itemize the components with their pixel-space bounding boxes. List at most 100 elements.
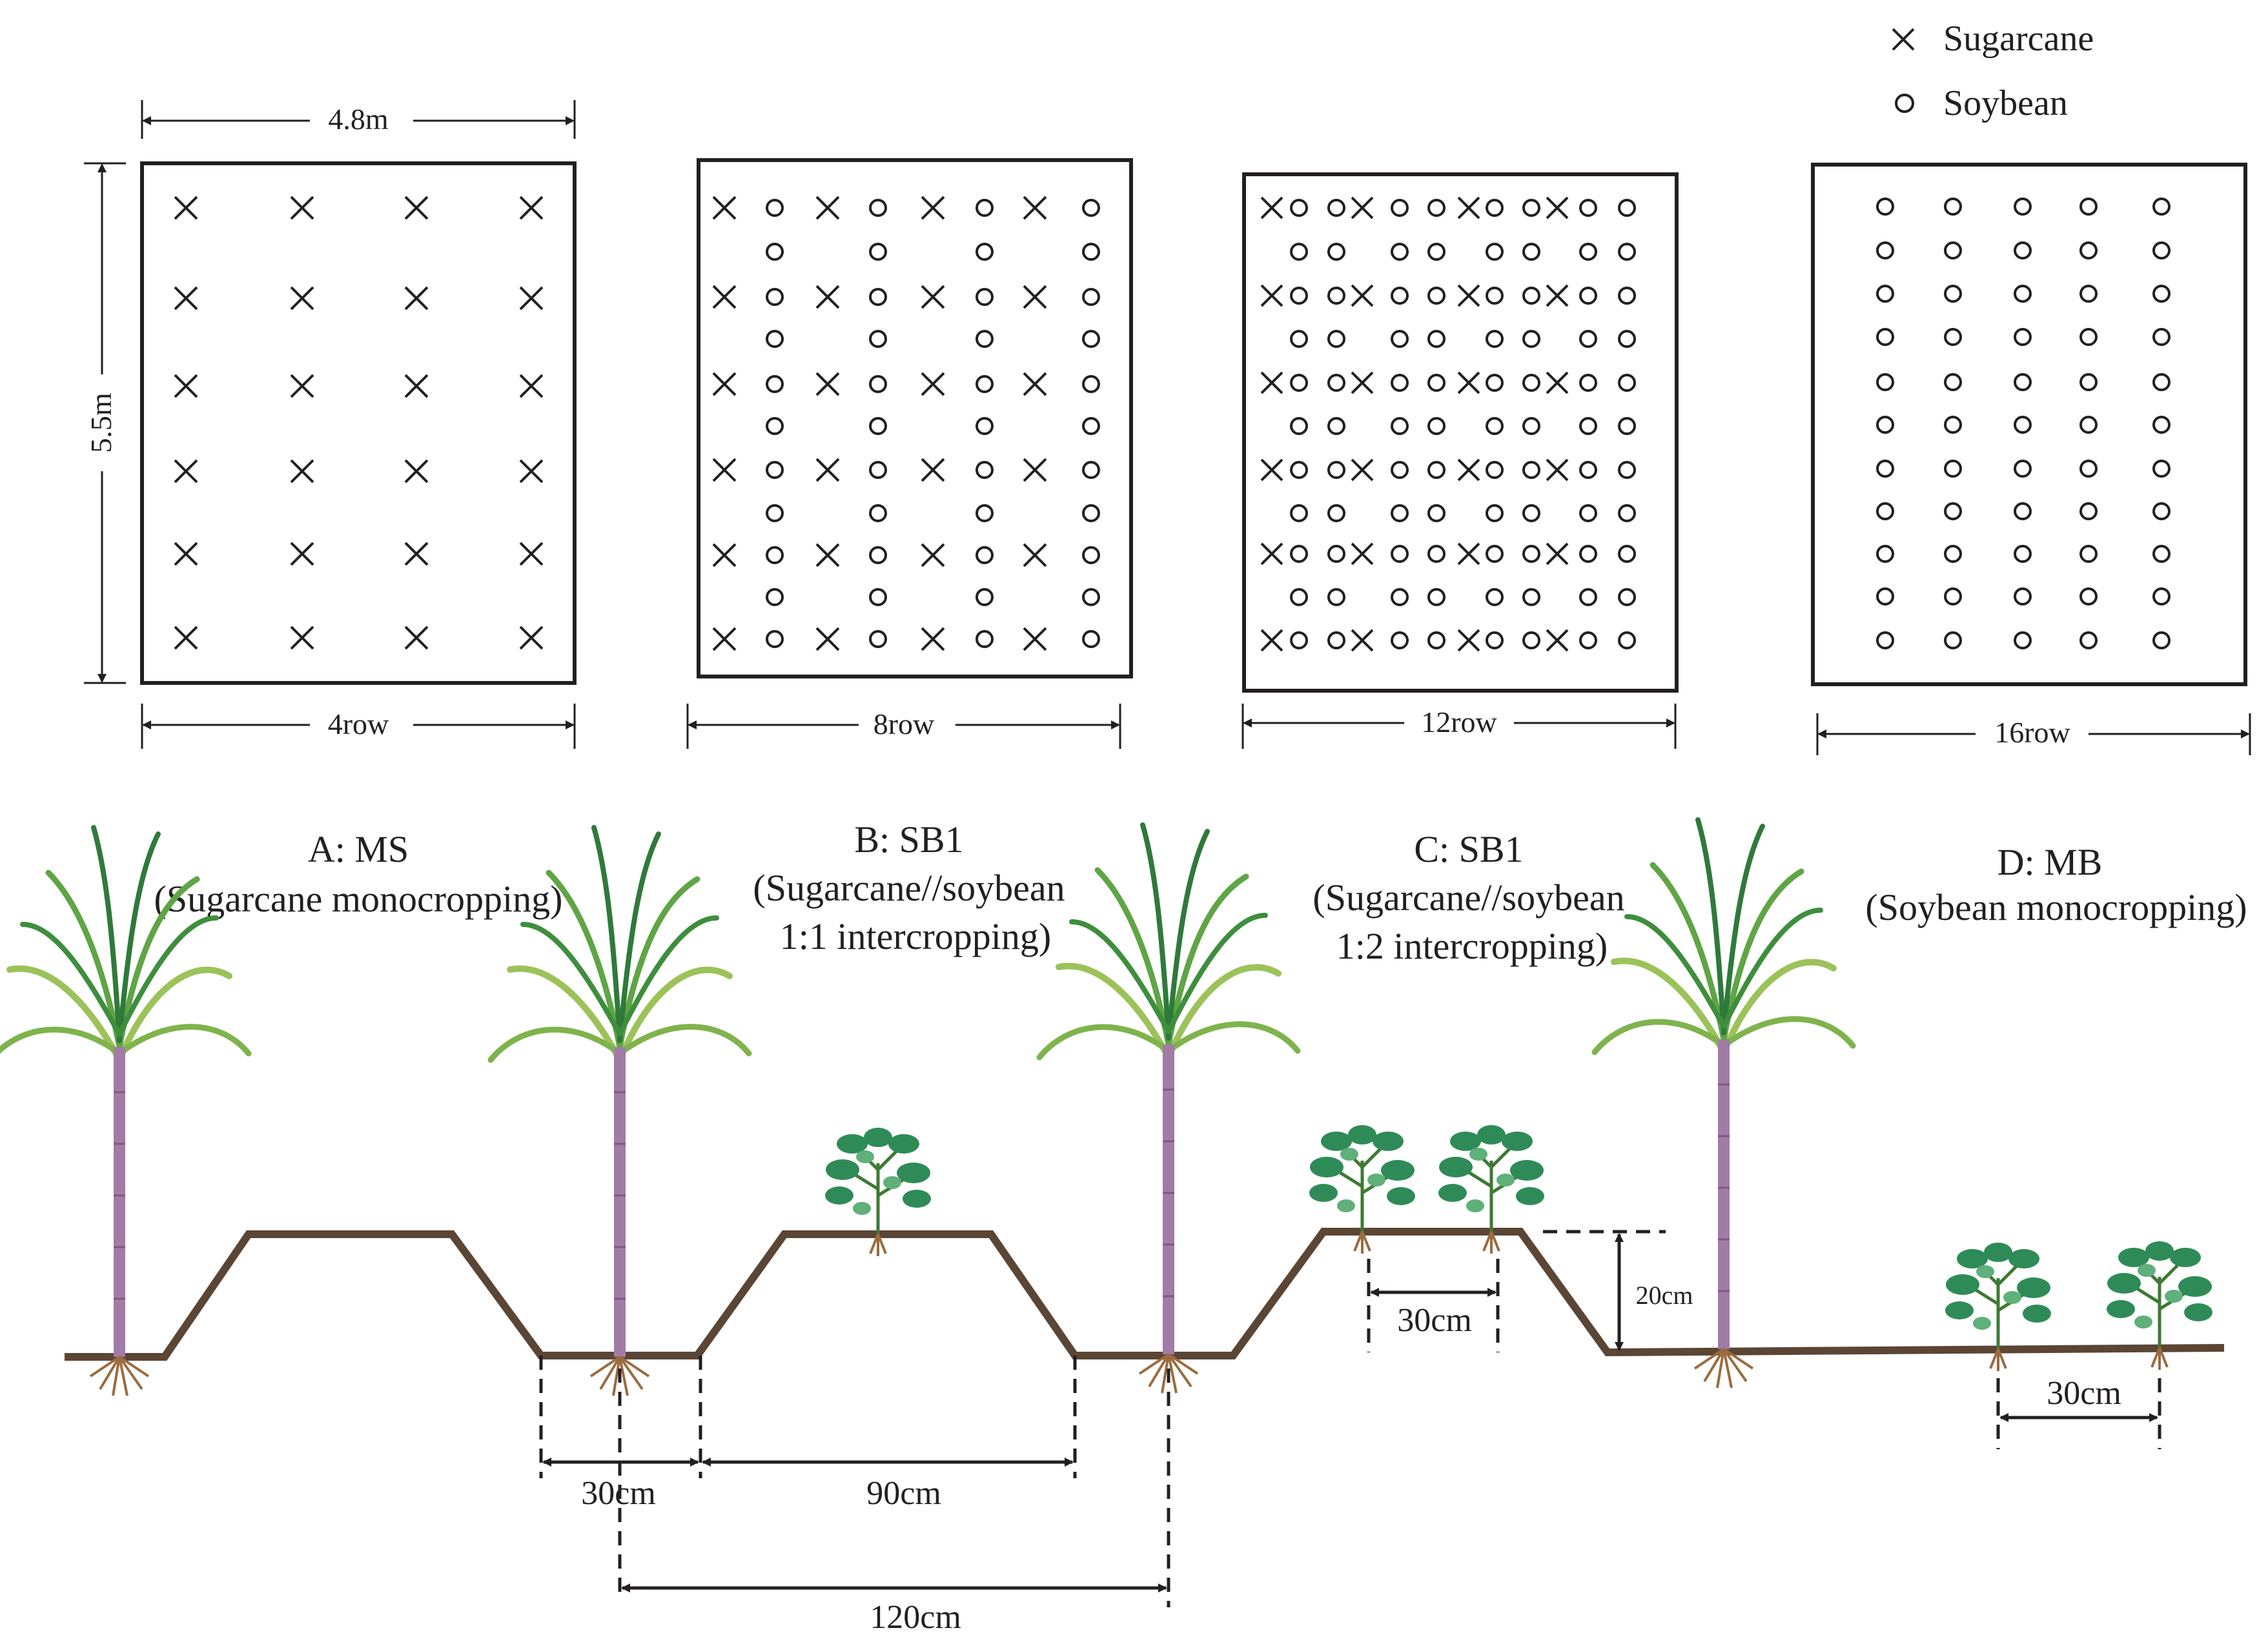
plot-d-subtitle: (Soybean monocropping) [1865, 886, 2247, 928]
soybean-marker [1618, 199, 1636, 217]
sugarcane-marker [1023, 543, 1047, 567]
soybean-marker [1522, 287, 1540, 305]
soybean-marker [1486, 330, 1504, 348]
soybean-marker [1522, 504, 1540, 522]
sugarcane-marker [1260, 371, 1283, 394]
sugarcane-marker [519, 374, 544, 398]
sugarcane-marker [404, 286, 429, 310]
soybean-marker [1427, 374, 1446, 392]
dim-20cm-height: 20cm [1636, 1281, 1693, 1310]
soybean-marker [1427, 287, 1446, 305]
dim-30cm-mono: 30cm [2047, 1375, 2121, 1412]
plot-d-markers [1876, 198, 2171, 649]
soybean-marker [1290, 243, 1308, 261]
soybean-marker [2152, 460, 2171, 478]
legend-label-sugarcane: Sugarcane [1943, 19, 2094, 59]
sugarcane-marker [815, 285, 840, 309]
legend-label-soybean: Soybean [1943, 83, 2068, 123]
dim-30cm-ridge: 30cm [1397, 1302, 1472, 1339]
soybean-marker [1486, 461, 1504, 479]
soybean-marker [1486, 504, 1504, 522]
sugarcane-marker [1260, 196, 1283, 219]
soybean-marker [1522, 199, 1540, 217]
soybean-marker [1486, 545, 1504, 563]
soybean-marker [1944, 631, 1962, 649]
soybean-marker [1391, 545, 1409, 563]
soybean-marker [976, 588, 994, 606]
soybean-marker [1876, 241, 1894, 259]
sugarcane-marker [519, 626, 544, 650]
plot-d-row-label: 16row [1994, 716, 2070, 749]
soybean-marker [1290, 461, 1308, 479]
soybean-marker [1944, 328, 1962, 346]
soybean-marker [766, 375, 784, 393]
soybean-marker [1486, 199, 1504, 217]
sugarcane-marker [1457, 284, 1480, 307]
plot-b-title: B: SB1 [854, 819, 963, 860]
plot-a-title: A: MS [308, 828, 409, 870]
soybean-marker [1522, 588, 1540, 606]
sugarcane-marker [174, 626, 198, 650]
soybean-marker [1327, 545, 1345, 563]
soybean-marker [1327, 243, 1345, 261]
soybean-marker [1618, 374, 1636, 392]
soybean-marker [2079, 328, 2098, 346]
soybean-marker [1290, 417, 1308, 435]
soybean-marker [1391, 631, 1409, 649]
soybean-marker [1327, 199, 1345, 217]
legend: Sugarcane Soybean [1892, 19, 2094, 123]
soybean-marker [1327, 461, 1345, 479]
sugarcane-marker [1546, 542, 1569, 565]
sugarcane-marker [712, 458, 737, 482]
plot-b: 8row B: SB1 (Sugarcane//soybean 1:1 inte… [686, 158, 1133, 957]
soybean-marker [869, 375, 887, 393]
soybean-marker [1876, 198, 1894, 216]
sugarcane-marker [921, 285, 945, 309]
legend-cross-icon [1892, 28, 1915, 51]
sugarcane-marker [404, 626, 429, 650]
soybean-marker [2079, 502, 2098, 520]
sugarcane-marker [1351, 629, 1374, 652]
soybean-marker [2079, 285, 2098, 303]
soybean-marker [2014, 416, 2032, 434]
soybean-marker [869, 199, 887, 217]
legend-circle-icon [1895, 94, 1914, 113]
soybean-marker [2079, 373, 2098, 391]
soybean-marker [1579, 545, 1597, 563]
soybean-marker [1427, 504, 1446, 522]
soybean-marker [1876, 416, 1894, 434]
soybean-marker [869, 630, 887, 648]
sugarcane-marker [519, 542, 544, 566]
soybean-marker [1876, 587, 1894, 605]
soybean-marker [766, 417, 784, 435]
sugarcane-plant [1595, 820, 1853, 1388]
soybean-marker [1290, 504, 1308, 522]
sugarcane-marker [1546, 629, 1569, 652]
plot-d-title: D: MB [1997, 841, 2103, 883]
soybean-marker [2152, 198, 2171, 216]
soybean-marker [2152, 241, 2171, 259]
soybean-marker [1082, 546, 1100, 564]
sugarcane-marker [815, 196, 840, 220]
soybean-marker [1486, 588, 1504, 606]
soybean-marker [1082, 417, 1100, 435]
soybean-marker [2014, 373, 2032, 391]
plot-b-subtitle: (Sugarcane//soybean [753, 867, 1065, 909]
soybean-marker [1876, 373, 1894, 391]
soybean-marker [1082, 588, 1100, 606]
soybean-marker [2152, 373, 2171, 391]
soybean-marker [2152, 631, 2171, 649]
sugarcane-marker [1260, 629, 1283, 652]
soybean-marker [1618, 330, 1636, 348]
soybean-marker [2079, 545, 2098, 563]
soybean-marker [1618, 504, 1636, 522]
sugarcane-marker [815, 627, 840, 651]
sugarcane-marker [815, 543, 840, 567]
soybean-marker [1327, 374, 1345, 392]
soybean-marker [976, 630, 994, 648]
soybean-marker [1579, 243, 1597, 261]
sugarcane-marker [519, 196, 544, 220]
sugarcane-marker [921, 196, 945, 220]
sugarcane-marker [1023, 627, 1047, 651]
